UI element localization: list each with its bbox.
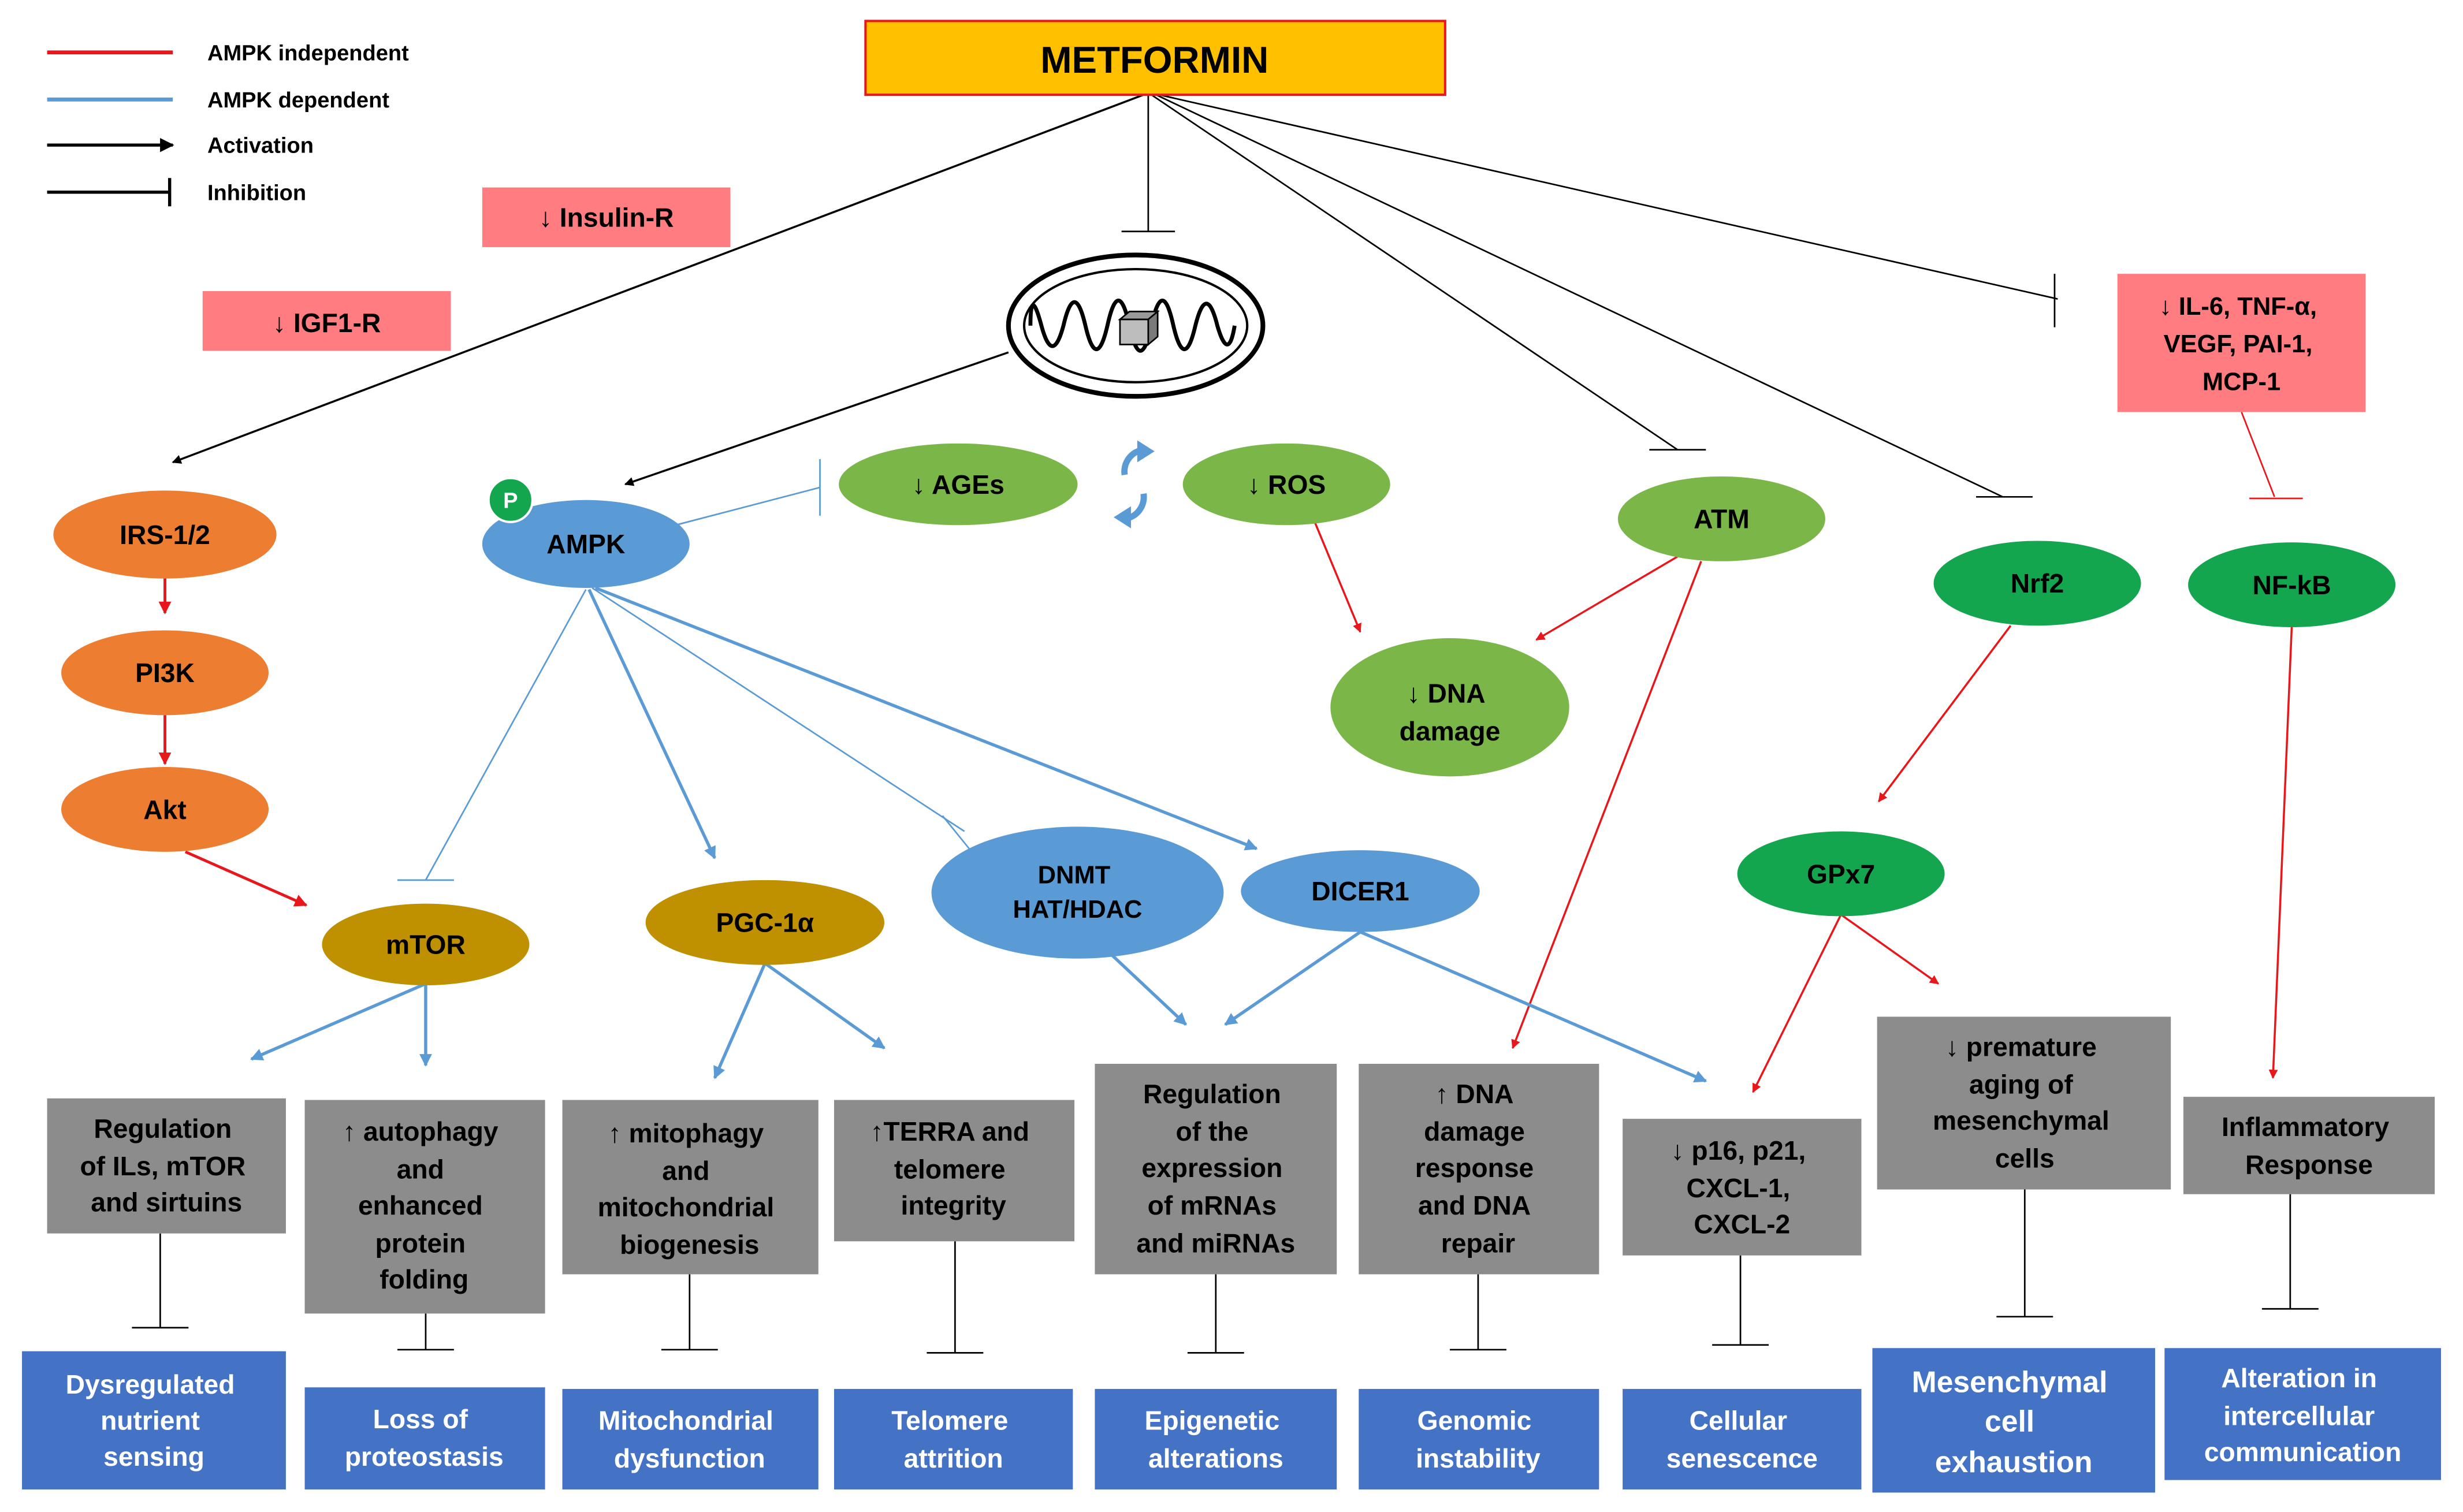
outcome-dna-response-label: ↑ DNA damage response and DNA repair [1415,1079,1541,1258]
cycle-arrows-icon [1114,440,1155,528]
pi3k-node [61,630,269,716]
cytokines-label: ↓ IL-6, TNF-α, VEGF, PAI-1, MCP-1 [2159,293,2324,396]
dna-damage-label: ↓ DNA damage [1400,679,1501,746]
hallmark-communication-label: Alteration in intercellular communicatio… [2204,1363,2402,1467]
ampk-node [482,500,690,589]
hallmark-proteostasis [304,1387,545,1489]
nrf2-label: Nrf2 [2011,568,2064,598]
hallmark-mitochondrial-label: Mitochondrial dysfunction [598,1406,781,1473]
mitochondrion-icon [1006,252,1266,399]
dnmt-label: DNMT HAT/HDAC [1013,861,1143,923]
pi3k-label: PI3K [135,658,195,688]
phospho-badge [487,476,534,523]
outcome-regulation-mrna-label: Regulation of the expression of mRNAs an… [1136,1079,1295,1258]
legend-activation-label: Activation [207,134,314,158]
nfkb-node [2188,542,2396,628]
irs-label: IRS-1/2 [120,520,210,550]
pgc-label: PGC-1α [716,908,814,938]
metformin-box [864,20,1446,96]
insulin-receptor-label: ↓ Insulin-R [539,203,674,233]
gpx7-node [1737,831,1945,917]
hallmark-stemcell [1872,1348,2155,1493]
outcome-mitophagy [562,1100,818,1275]
gpx7-label: GPx7 [1807,859,1875,889]
akt-node [61,767,269,852]
hallmark-genomic [1359,1388,1599,1489]
complex-cube-icon [1118,310,1160,347]
atm-node [1617,476,1825,561]
hallmark-communication [2164,1348,2441,1480]
outcome-mitophagy-label: ↑ mitophagy and mitochondrial biogenesis [598,1118,782,1260]
insulin-receptor-box [482,187,731,247]
outcome-premature-aging-label: ↓ premature aging of mesenchymal cells [1933,1031,2117,1173]
hallmark-epigenetic-label: Epigenetic alterations [1145,1406,1288,1473]
dna-damage-node [1330,638,1569,777]
hallmark-proteostasis-label: Loss of proteostasis [345,1404,504,1472]
legend-inhibition-label: Inhibition [207,181,306,205]
outcome-autophagy-label: ↑ autophagy and enhanced protein folding [343,1116,505,1294]
hallmark-senescence [1623,1388,1862,1489]
dicer-label: DICER1 [1311,876,1409,906]
outcome-regulation-mrna [1095,1064,1337,1275]
ros-node [1182,443,1390,526]
outcome-terra-label: ↑TERRA and telomere integrity [870,1116,1036,1220]
atm-label: ATM [1694,504,1750,534]
igf1-receptor-label: ↓ IGF1-R [273,308,381,338]
legend-dependent-label: AMPK dependent [207,88,389,113]
metformin-label: METFORMIN [1040,39,1268,81]
outcome-autophagy [304,1100,545,1314]
outcome-regulation-ils-label: Regulation of ILs, mTOR and sirtuins [80,1113,253,1217]
hallmark-nutrient-sensing [22,1351,286,1489]
akt-label: Akt [143,795,186,825]
outcome-inflammatory [2183,1097,2435,1194]
legend: AMPK independent AMPK dependent Activati… [47,41,409,207]
hallmark-telomere-label: Telomere attrition [891,1406,1015,1473]
igf1-receptor-box [202,291,451,351]
mtor-label: mTOR [386,930,466,960]
outcome-p16 [1623,1119,1862,1256]
outcome-p16-label: ↓ p16, p21, CXCL-1, CXCL-2 [1670,1135,1813,1239]
cytokines-box [2117,274,2366,412]
hallmark-senescence-label: Cellular senescence [1666,1406,1818,1473]
outcome-premature-aging [1877,1016,2171,1190]
ages-label: ↓ AGEs [912,470,1004,500]
hallmark-nutrient-sensing-label: Dysregulated nutrient sensing [66,1369,243,1472]
outcome-dna-response [1359,1064,1599,1275]
dicer-node [1241,850,1480,932]
ros-label: ↓ ROS [1247,470,1326,500]
ages-node [839,443,1078,526]
nfkb-label: NF-kB [2253,570,2331,600]
outcome-terra [834,1100,1075,1242]
hallmark-stemcell-label: Mesenchymal cell exhaustion [1912,1365,2116,1479]
phospho-badge-label: P [503,489,518,513]
hallmark-telomere [834,1388,1073,1489]
legend-independent-label: AMPK independent [207,41,409,65]
ampk-label: AMPK [546,529,625,559]
hallmark-genomic-label: Genomic instability [1416,1406,1541,1473]
connectors [132,94,2319,1354]
hallmark-epigenetic [1095,1388,1337,1489]
outcome-regulation-ils [47,1098,286,1234]
dnmt-node [931,826,1224,959]
pgc-node [645,880,885,965]
mtor-node [322,903,530,986]
hallmark-mitochondrial [562,1388,818,1489]
outcome-inflammatory-label: Inflammatory Response [2222,1112,2397,1179]
nrf2-node [1933,541,2141,626]
irs-node [53,490,277,579]
